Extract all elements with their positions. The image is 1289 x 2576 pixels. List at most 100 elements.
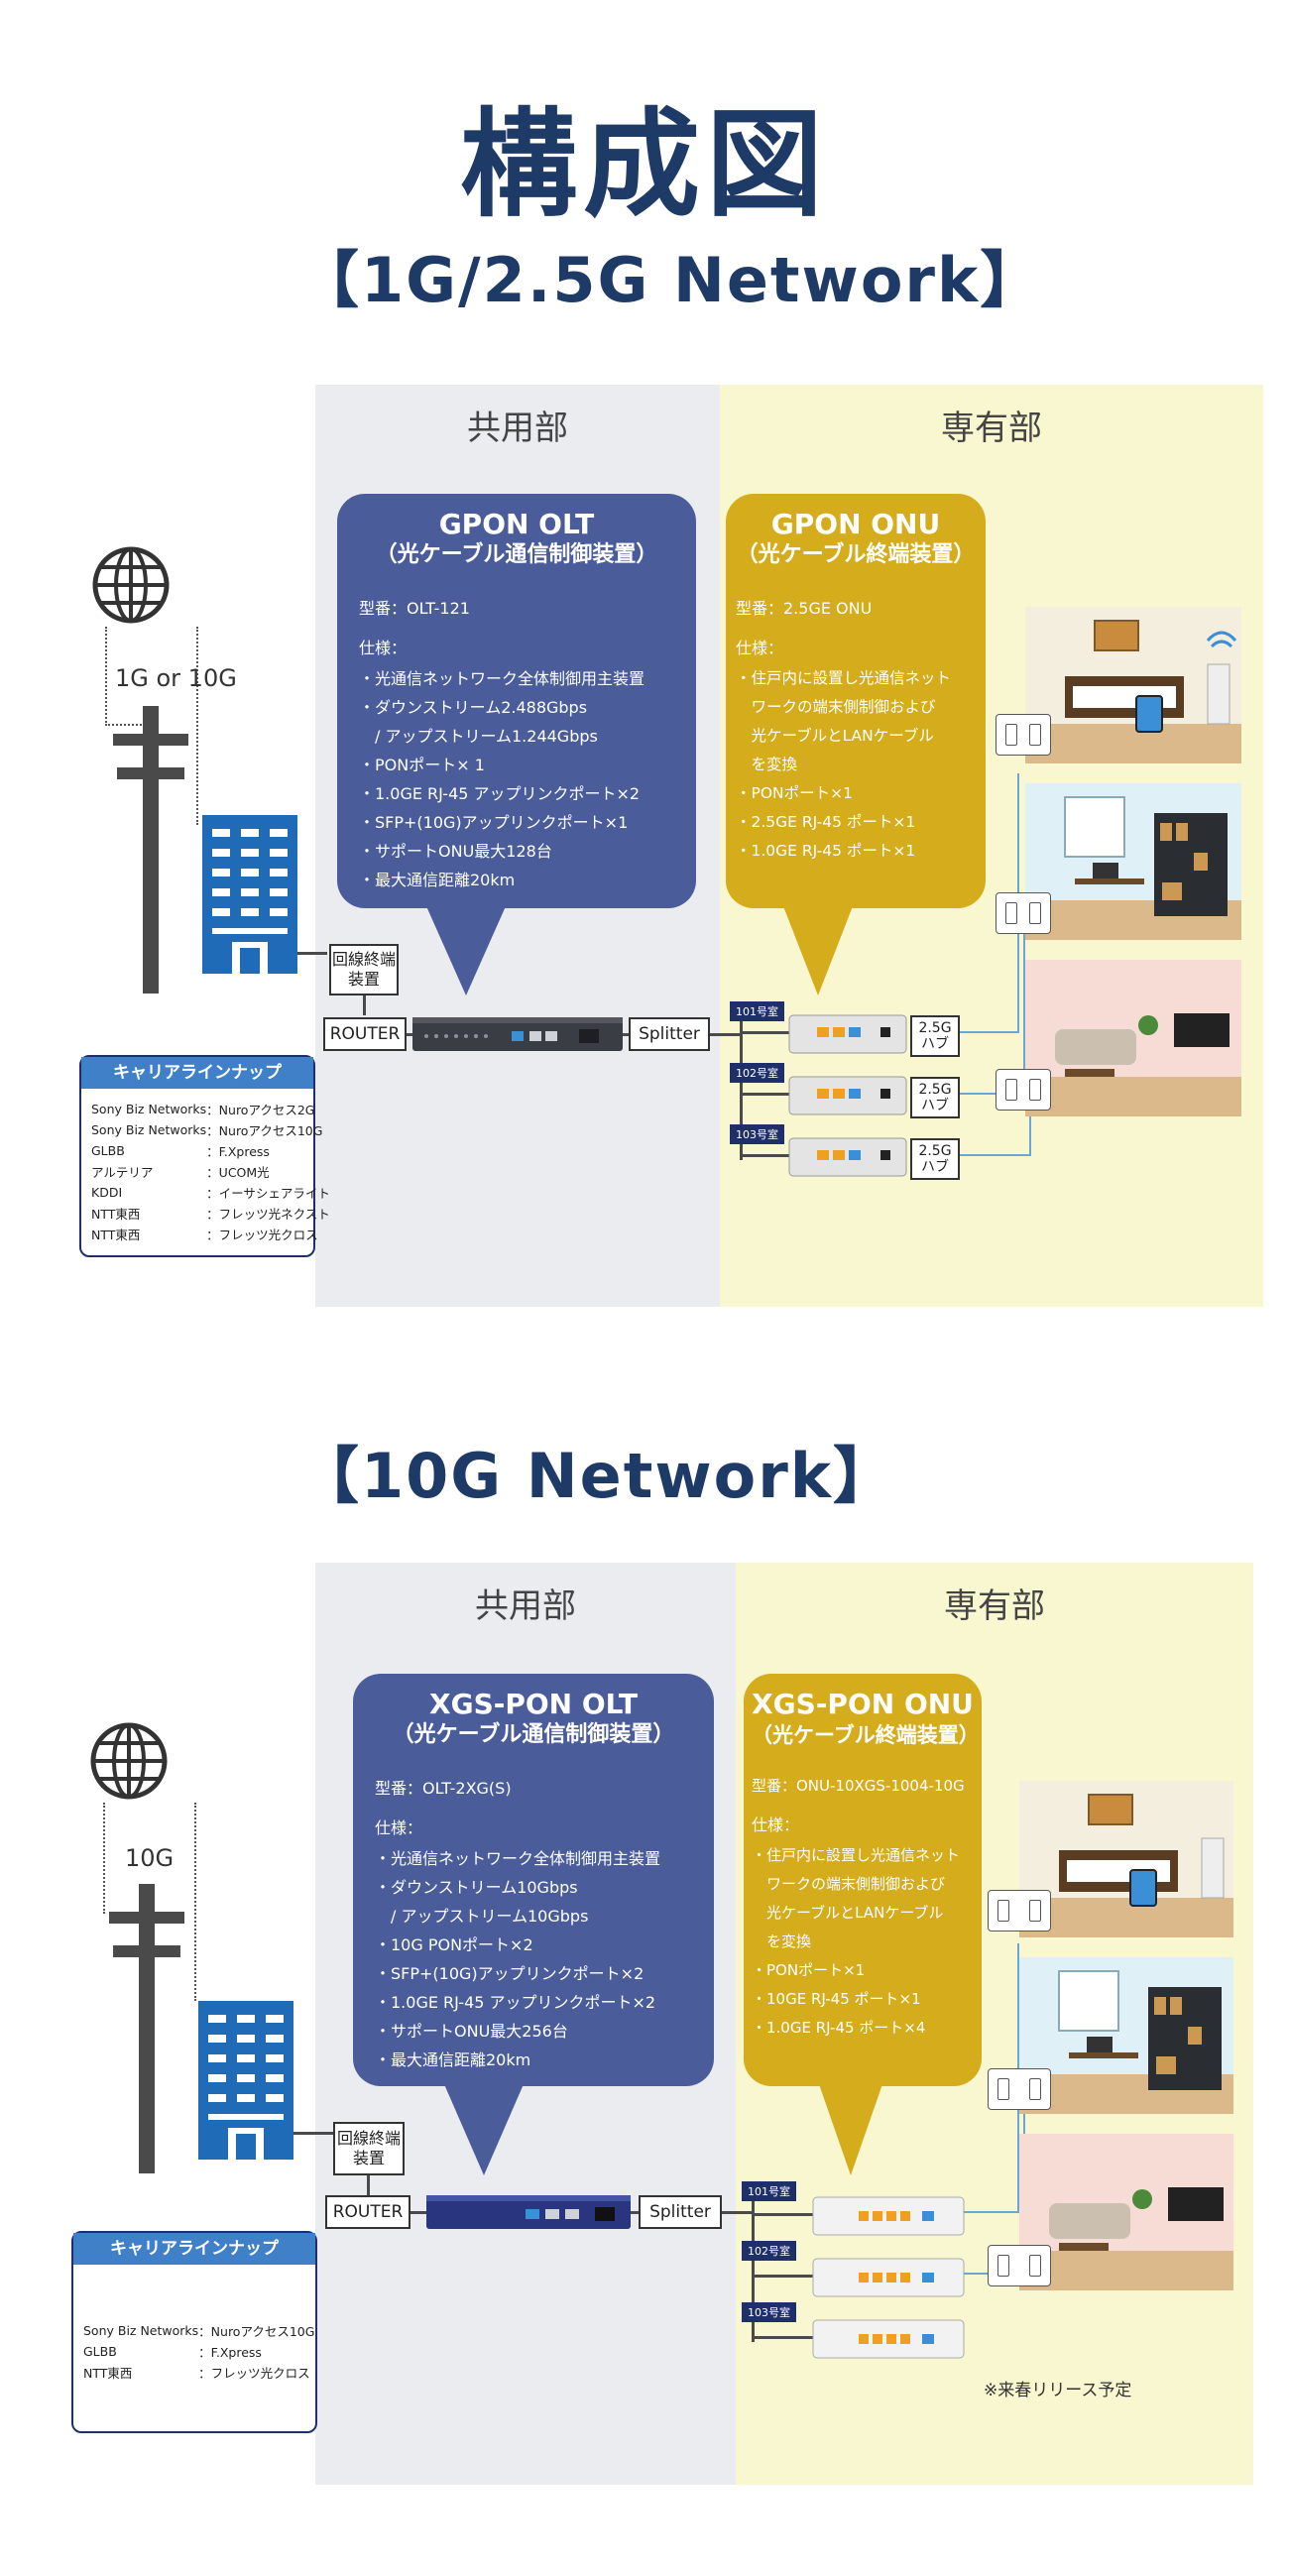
carrier-lineup-10g: キャリアラインナップ Sony Biz Networks：Nuroアクセス10G…: [71, 2231, 317, 2433]
carrier-row: GLBB ：F.Xpress: [91, 1140, 330, 1161]
section-heading-10g: 【10G Network】: [297, 1440, 897, 1512]
room-illustration: [1025, 607, 1241, 763]
carrier-name: GLBB: [91, 1143, 125, 1158]
branch-line: [740, 1093, 791, 1096]
spec-item: ・住戸内に設置し光通信ネット: [736, 669, 952, 687]
lan-cable: [1029, 1091, 1031, 1156]
spec-item: ・10G PONポート×2: [375, 1935, 533, 1954]
branch-line: [752, 2336, 815, 2339]
wall-outlet-icon: [996, 714, 1051, 756]
onu-bubble-10g: XGS-PON ONU （光ケーブル終端装置） 型番：ONU-10XGS-100…: [744, 1674, 982, 2086]
olt-subtitle: （光ケーブル通信制御装置）: [375, 542, 658, 567]
uplink-speed-label: 10G: [125, 1844, 175, 1872]
shared-label: 共用部: [475, 1586, 576, 1626]
carrier-service: ：フレッツ光クロス: [206, 1228, 318, 1242]
building-icon: [202, 815, 297, 974]
spec-item: ・サポートONU最大256台: [375, 2022, 568, 2041]
onu-device-icon: [788, 1076, 907, 1115]
olt-spec-list: ・光通信ネットワーク全体制御用主装置 ・ダウンストリーム2.488Gbps / …: [359, 664, 674, 894]
router-box: ROUTER: [325, 2195, 410, 2229]
link-line: [367, 2175, 370, 2195]
spec-item: ・光通信ネットワーク全体制御用主装置: [359, 669, 645, 688]
lan-cable: [960, 1093, 1025, 1095]
spec-item: を変換: [752, 1932, 812, 1950]
onu-bubble-tail: [783, 906, 853, 995]
carrier-service: ：イーサシェアライト: [206, 1186, 330, 1201]
lan-cable: [964, 2211, 1019, 2213]
spec-item: ・最大通信距離20km: [375, 2050, 531, 2069]
building-link: [297, 952, 327, 955]
carrier-service: ：Nuroアクセス10G: [198, 2324, 315, 2339]
wall-outlet-icon: [996, 1069, 1051, 1111]
olt-model: 型番：OLT-121: [359, 599, 470, 618]
spec-item: ・SFP+(10G)アップリンクポート×1: [359, 813, 629, 832]
globe-icon: [92, 546, 170, 624]
utility-pole-icon: [109, 1884, 184, 2173]
uplink-line: [105, 627, 107, 726]
olt-spec-label: 仕様：: [375, 1818, 423, 1837]
link-line: [407, 1033, 414, 1036]
room-illustration: [1019, 1781, 1233, 1937]
building-icon: [198, 2001, 293, 2160]
wall-outlet-icon: [988, 2245, 1051, 2286]
carrier-lineup-title: キャリアラインナップ: [81, 1057, 313, 1089]
link-line: [710, 1033, 742, 1036]
section-heading-1g: 【1G/2.5G Network】: [297, 244, 1044, 316]
olt-title: XGS-PON OLT: [429, 1688, 638, 1720]
carrier-name: NTT東西: [83, 2366, 133, 2381]
olt-subtitle: （光ケーブル通信制御装置）: [392, 1722, 675, 1747]
splitter-box: Splitter: [639, 2195, 722, 2229]
carrier-row: Sony Biz Networks：Nuroアクセス2G: [91, 1099, 330, 1119]
spec-item: を変換: [736, 756, 798, 773]
spec-item: ・PONポート×1: [736, 784, 853, 802]
link-line: [410, 2211, 428, 2214]
onu-subtitle: （光ケーブル終端装置）: [736, 542, 976, 567]
lan-cable: [960, 1154, 1031, 1156]
onu-subtitle: （光ケーブル終端装置）: [752, 1723, 980, 1747]
private-label: 専有部: [944, 1586, 1045, 1626]
room-tag: 101号室: [742, 2181, 796, 2201]
carrier-service: ：フレッツ光ネクスト: [206, 1207, 330, 1222]
olt-model: 型番：OLT-2XG(S): [375, 1779, 512, 1798]
onu-spec-list: ・住戸内に設置し光通信ネット ワークの端末側制御および 光ケーブルとLANケーブ…: [736, 664, 976, 866]
carrier-service: ：F.Xpress: [206, 1144, 270, 1159]
carrier-table: Sony Biz Networks：Nuroアクセス10G GLBB：F.Xpr…: [83, 2320, 314, 2383]
carrier-row: NTT東西 ：フレッツ光ネクスト: [91, 1203, 330, 1224]
carrier-name: Sony Biz Networks: [91, 1122, 207, 1137]
branch-line: [752, 2275, 815, 2278]
spec-item: 光ケーブルとLANケーブル: [736, 727, 934, 745]
spec-item: 光ケーブルとLANケーブル: [752, 1904, 944, 1922]
lan-cable: [960, 1031, 1019, 1033]
spec-item: ・SFP+(10G)アップリンクポート×2: [375, 1964, 644, 1983]
spec-item: ・10GE RJ-45 ポート×1: [752, 1990, 921, 2008]
uplink-speed-label: 1G or 10G: [115, 664, 237, 692]
carrier-row: NTT東西：フレッツ光クロス: [91, 1224, 330, 1244]
link-line: [363, 995, 366, 1015]
carrier-lineup-1g: キャリアラインナップ Sony Biz Networks：Nuroアクセス2G …: [79, 1055, 330, 1257]
spec-item: ・1.0GE RJ-45 ポート×4: [752, 2019, 926, 2037]
spec-item: ワークの端末側制御および: [752, 1875, 946, 1893]
spec-item: ・光通信ネットワーク全体制御用主装置: [375, 1849, 661, 1868]
carrier-row: NTT東西：フレッツ光クロス: [83, 2362, 314, 2383]
room-illustration: [1019, 1957, 1233, 2114]
carrier-name: Sony Biz Networks: [83, 2323, 199, 2338]
onu-model: 型番：2.5GE ONU: [736, 599, 873, 618]
branch-line: [752, 2213, 815, 2216]
branch-line: [740, 1031, 791, 1034]
onu-bubble-tail: [819, 2084, 882, 2175]
spec-item: ・住戸内に設置し光通信ネット: [752, 1846, 961, 1864]
carrier-name: NTT東西: [91, 1207, 141, 1222]
room-tag: 102号室: [742, 2241, 796, 2261]
page-title: 構成図: [459, 96, 829, 233]
spec-item: ・サポートONU最大128台: [359, 842, 552, 861]
carrier-service: ：UCOM光: [206, 1165, 270, 1180]
carrier-name: KDDI: [91, 1185, 123, 1200]
carrier-name: GLBB: [83, 2344, 117, 2359]
onu-spec-label: 仕様：: [736, 639, 784, 657]
private-label: 専有部: [941, 409, 1042, 448]
onu-bubble-1g: GPON ONU （光ケーブル終端装置） 型番：2.5GE ONU 仕様： ・住…: [726, 494, 986, 908]
carrier-row: GLBB：F.Xpress: [83, 2341, 314, 2362]
olt-bubble-tail: [426, 906, 506, 995]
room-tag: 101号室: [730, 1001, 784, 1021]
carrier-lineup-title: キャリアラインナップ: [73, 2233, 315, 2265]
